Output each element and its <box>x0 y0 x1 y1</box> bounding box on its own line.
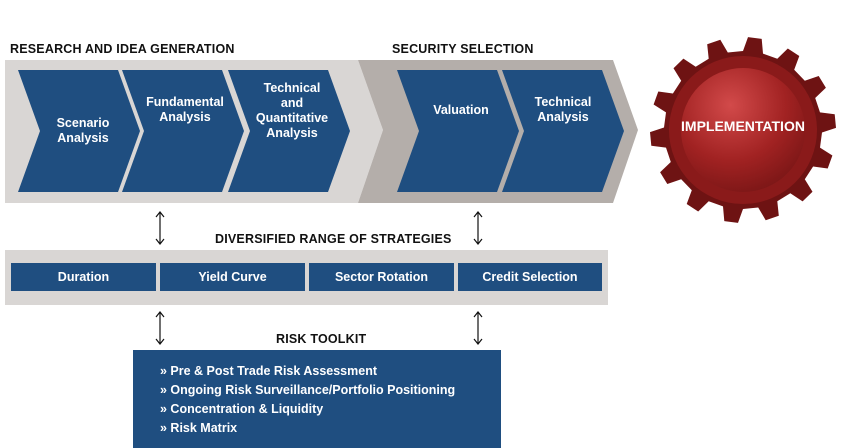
security-heading: SECURITY SELECTION <box>392 42 534 56</box>
implementation-label: IMPLEMENTATION <box>681 118 805 134</box>
chevron-valuation <box>397 70 519 192</box>
double-arrow-icon <box>473 311 483 345</box>
chevron-scenario-analysis <box>18 70 140 192</box>
risk-item: » Ongoing Risk Surveillance/Portfolio Po… <box>160 383 456 397</box>
double-arrow-icon <box>155 211 165 245</box>
risk-toolkit-box: » Pre & Post Trade Risk Assessment » Ong… <box>133 350 501 448</box>
strategy-credit-selection: Credit Selection <box>458 263 602 291</box>
chevron-technical-quantitative <box>228 70 350 192</box>
strategy-yield-curve: Yield Curve <box>160 263 305 291</box>
double-arrow-icon <box>155 311 165 345</box>
risk-heading: RISK TOOLKIT <box>276 332 367 346</box>
double-arrow-icon <box>473 211 483 245</box>
chevron-label-valuation: Valuation <box>433 102 489 117</box>
implementation-gear <box>650 37 836 223</box>
strategies-heading: DIVERSIFIED RANGE OF STRATEGIES <box>215 232 452 246</box>
risk-item: » Risk Matrix <box>160 421 238 435</box>
strategy-sector-rotation: Sector Rotation <box>309 263 454 291</box>
risk-item: » Concentration & Liquidity <box>160 402 324 416</box>
risk-item: » Pre & Post Trade Risk Assessment <box>160 364 377 378</box>
chevron-technical-analysis <box>502 70 624 192</box>
research-heading: RESEARCH AND IDEA GENERATION <box>10 42 235 56</box>
chevron-fundamental-analysis <box>122 70 244 192</box>
strategy-duration: Duration <box>11 263 156 291</box>
